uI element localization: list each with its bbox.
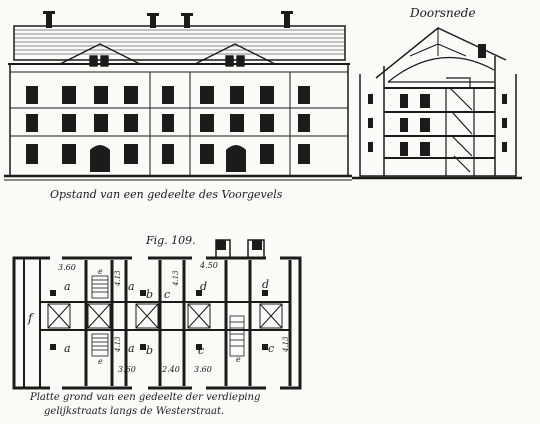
cross-section	[352, 27, 522, 180]
plan-caption-line2: gelijkstraats langs de Westerstraat.	[44, 406, 225, 417]
room-a2: a	[64, 342, 71, 355]
room-e3: e	[236, 355, 241, 364]
facade-caption: Opstand van een gedeelte des Voorgevels	[50, 188, 283, 201]
floor-plan: 3.60 4.50 2.40 3.60 3.60 4.13 4.13 4.13 …	[12, 239, 302, 390]
room-a1: a	[64, 280, 71, 293]
dim-vert-2: 4.13	[172, 270, 180, 287]
facade-chimneys	[43, 11, 293, 28]
dim-center-bottom: 2.40	[161, 365, 180, 374]
facade-body	[4, 63, 352, 181]
room-d1: d	[200, 280, 207, 293]
room-f: f	[27, 311, 35, 325]
room-b1: b	[146, 288, 153, 301]
room-c2: c	[198, 344, 204, 357]
room-d2: d	[262, 278, 269, 291]
dim-right-top: 4.50	[199, 261, 218, 270]
room-c3: c	[268, 342, 274, 355]
figure-number: Fig. 109.	[146, 234, 196, 247]
room-a4: a	[128, 342, 135, 355]
dim-bottom-left: 3.60	[118, 365, 136, 374]
dim-bottom-right: 3.60	[194, 365, 212, 374]
facade-gables	[59, 43, 276, 67]
facade-windows	[26, 86, 310, 164]
room-e1: e	[98, 267, 103, 276]
dim-vert-3: 4.13	[114, 336, 122, 353]
plan-caption-line1: Platte grond van een gedeelte der verdie…	[30, 392, 261, 403]
section-caption: Doorsnede	[410, 6, 476, 20]
dim-vert-4: 4.13	[282, 336, 290, 353]
room-a3: a	[128, 280, 135, 293]
room-b2: b	[146, 344, 153, 357]
dim-left-top: 3.60	[58, 263, 76, 272]
facade-roof	[13, 25, 346, 61]
room-e2: e	[98, 357, 103, 366]
dim-vert-1: 4.13	[114, 270, 122, 287]
facade-doors	[90, 145, 246, 172]
room-c1: c	[164, 288, 170, 301]
